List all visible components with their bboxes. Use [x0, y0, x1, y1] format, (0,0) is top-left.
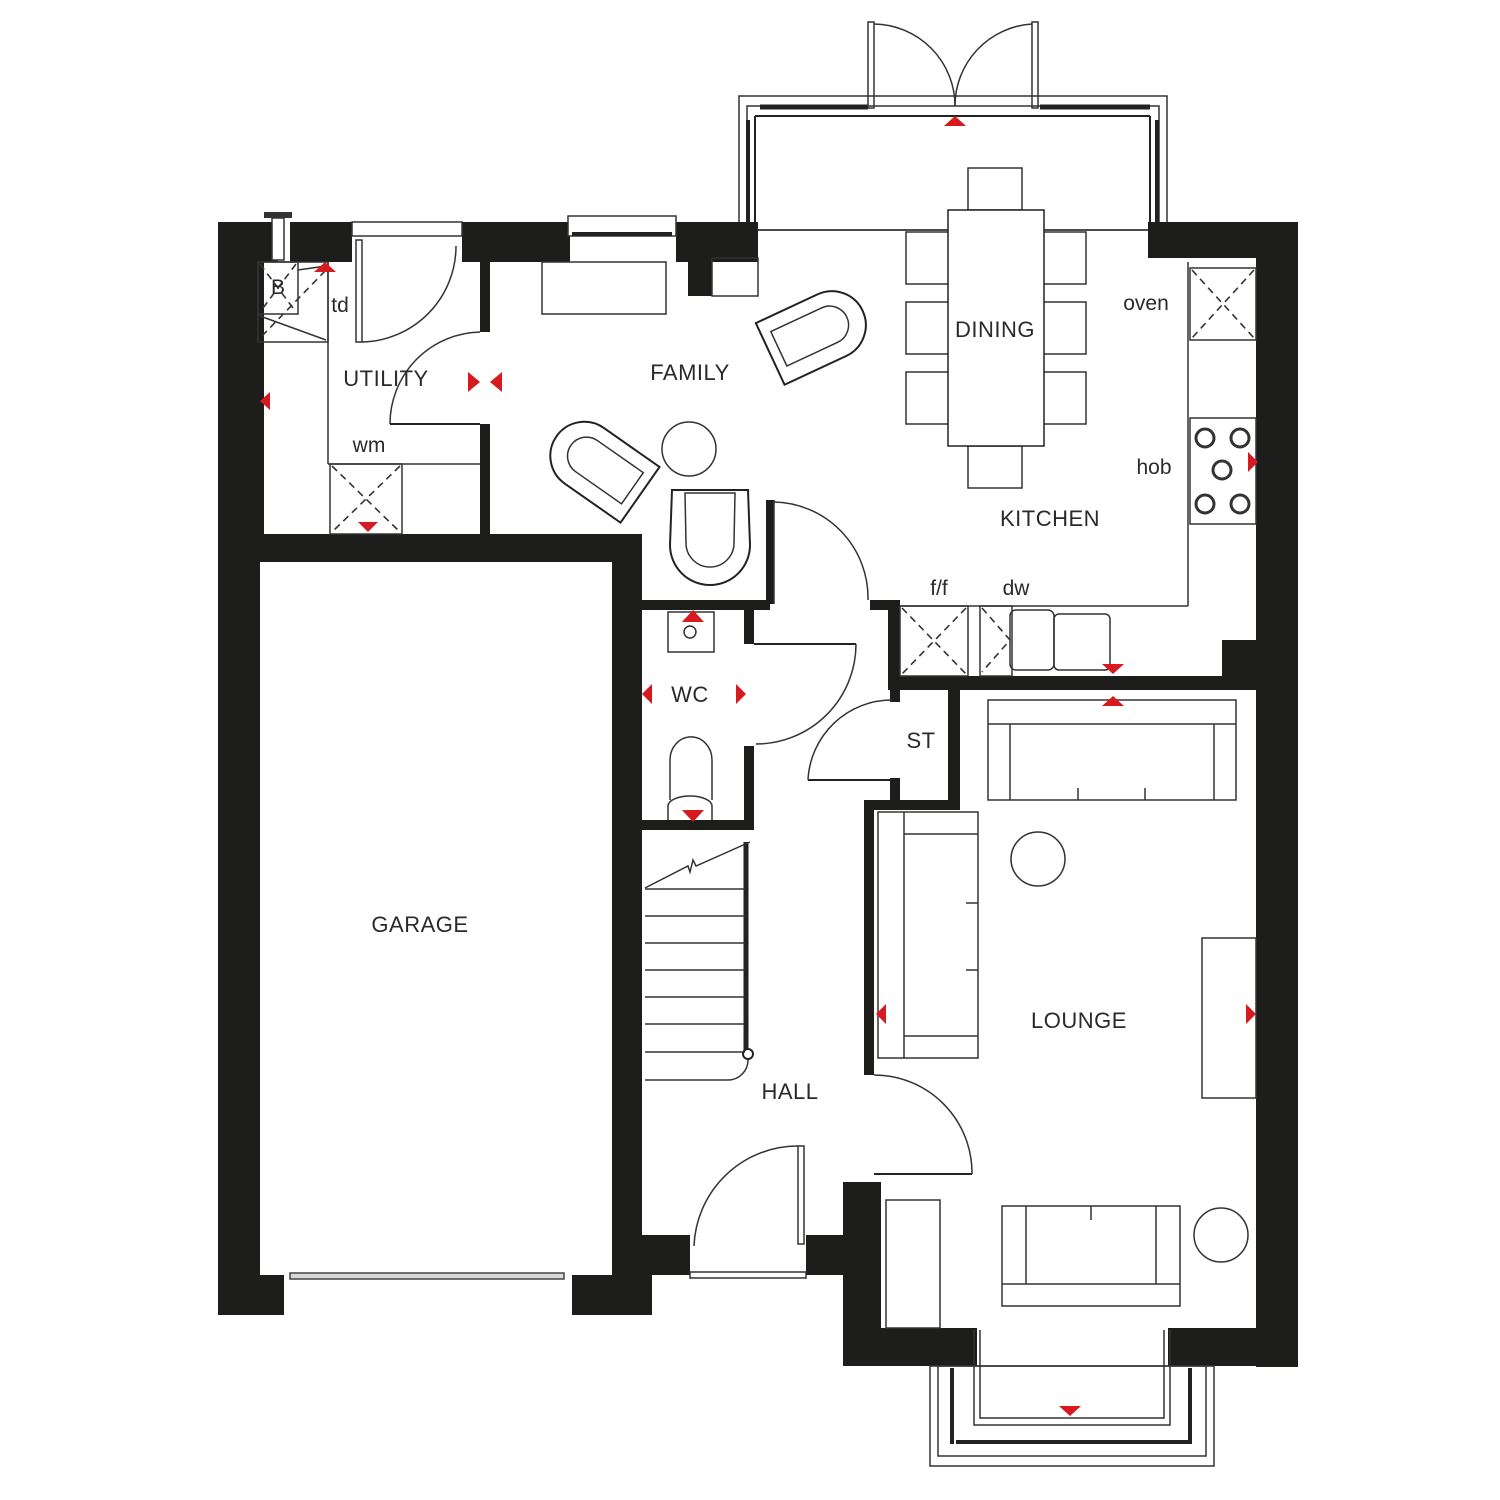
- lounge-bay-window: [929, 1330, 1215, 1467]
- oven-label: oven: [1123, 292, 1169, 315]
- room-label-st: ST: [906, 728, 935, 753]
- walls: [218, 212, 1298, 1367]
- room-label-dining: DINING: [955, 317, 1035, 342]
- french-doors: [867, 21, 1039, 109]
- room-label-lounge: LOUNGE: [1031, 1008, 1127, 1033]
- room-label-kitchen: KITCHEN: [1000, 506, 1100, 531]
- utility-room: [257, 221, 481, 535]
- dishwasher-label: dw: [1003, 577, 1031, 600]
- appliance-labels: B td wm oven hob f/f dw: [271, 276, 1172, 600]
- kitchen-units: [899, 262, 1257, 677]
- wc-room: [667, 500, 869, 820]
- room-label-garage: GARAGE: [371, 912, 468, 937]
- hob-label: hob: [1136, 456, 1171, 479]
- room-label-hall: HALL: [761, 1079, 818, 1104]
- room-labels: GARAGE UTILITY FAMILY DINING KITCHEN WC …: [343, 317, 1127, 1104]
- boiler-label: B: [271, 276, 285, 299]
- dining-table: [905, 167, 1087, 489]
- front-door: [689, 1145, 807, 1279]
- room-label-family: FAMILY: [650, 360, 730, 385]
- family-room: [541, 215, 867, 586]
- garage-door: [289, 1272, 565, 1280]
- fridge-freezer-label: f/f: [930, 577, 948, 600]
- room-label-wc: WC: [671, 682, 709, 707]
- staircase: [644, 841, 754, 1081]
- tumble-dryer-label: td: [331, 294, 349, 317]
- washing-machine-label: wm: [352, 434, 386, 457]
- dimension-markers: [260, 116, 1258, 1416]
- room-label-utility: UTILITY: [343, 366, 428, 391]
- store-room: [807, 699, 893, 781]
